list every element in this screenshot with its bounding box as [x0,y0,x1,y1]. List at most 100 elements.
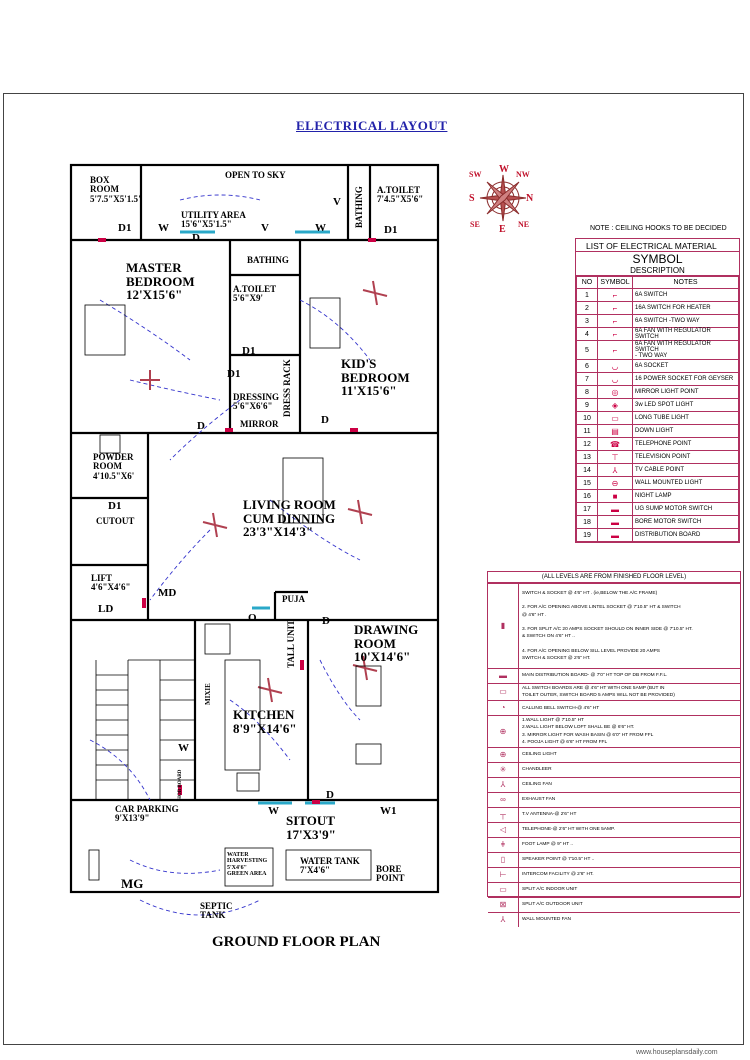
material-no: 6 [576,359,598,373]
material-note: 6A FAN WITH REGULATOR SWITCH - TWO WAY [632,340,739,360]
levels-symbol-icon: ┬ [488,807,519,823]
levels-symbol-icon: ⊠ [488,897,519,913]
col-header-notes: NOTES [632,276,739,289]
room-lift: LIFT 4'6"X4'6" [91,573,131,593]
room-a-toilet-mid: A.TOILET 5'6"X9' [233,284,277,304]
material-row: 12☎TELEPHONE POINT [576,437,739,451]
material-symbol-icon: ⌐ [597,314,633,328]
compass-se: SE [470,220,480,229]
material-row: 11▤DOWN LIGHT [576,424,739,438]
material-no: 10 [576,411,598,425]
levels-symbol-icon: ⊢ [488,867,519,883]
material-row: 4⌐6A FAN WITH REGULATOR SWITCH [576,327,739,341]
material-note: 16A SWITCH FOR HEATER [632,301,739,315]
room-dressing: DRESSING 5'6"X6'6" [233,392,280,412]
material-note: MIRROR LIGHT POINT [632,385,739,399]
material-row: 2⌐16A SWITCH FOR HEATER [576,301,739,315]
levels-row: ⊢INTERCOM FACILITY @ 2'6" HT. [488,867,740,883]
levels-text: 1.WALL LIGHT @ 7'10.5" HT 2.WALL LIGHT B… [518,715,740,748]
levels-symbol-icon: ⊕ [488,747,519,763]
room-utility-area: UTILITY AREA 15'6"X5'1.5" [181,210,246,230]
material-note: DISTRIBUTION BOARD [632,528,739,542]
material-no: 1 [576,288,598,302]
material-note: 6A SWITCH -TWO WAY [632,314,739,328]
material-symbol-icon: ▭ [597,411,633,425]
levels-text: CALLING BELL SWITCH-@ 4'6" HT [518,700,740,716]
levels-text: EXHAUST FAN [518,792,740,808]
levels-row: ⊠SPLIT A/C OUTDOOR UNIT [488,897,740,913]
material-symbol-icon: ☎ [597,437,633,451]
material-symbol-icon: ⊤ [597,450,633,464]
material-no: 7 [576,372,598,386]
levels-text: T.V ANTENNA-@ 2'6" HT [518,807,740,823]
ceiling-hooks-note: NOTE : CEILING HOOKS TO BE DECIDED [590,225,727,232]
compass-ne: NE [518,220,529,229]
room-powder-room: POWDER ROOM 4'10.5"X6' [93,452,135,481]
material-note: 16 POWER SOCKET FOR GEYSER [632,372,739,386]
col-header-no: NO [576,276,598,289]
levels-row: ✳CHANDLEER [488,762,740,778]
material-row: 9◈3w LED SPOT LIGHT [576,398,739,412]
material-no: 19 [576,528,598,542]
material-no: 13 [576,450,598,464]
room-sitout: SITOUT 17'X3'9" [286,813,336,842]
compass-sw: SW [469,170,481,179]
material-symbol-icon: ◈ [597,398,633,412]
levels-text: TELEPHONE-@ 2'6" HT WITH ONE 5AMP. [518,822,740,838]
levels-text: ALL SWITCH BOARDS ARE @ 4'6" HT WITH ONE… [518,682,740,701]
levels-text: INTERCOM FACILITY @ 2'6" HT. [518,867,740,883]
material-no: 2 [576,301,598,315]
levels-symbol-icon: ◔ [488,700,519,716]
material-no: 11 [576,424,598,438]
levels-text: SPLIT A/C INDOOR UNIT [518,882,740,898]
material-note: UG SUMP MOTOR SWITCH [632,502,739,516]
material-row: 8◎MIRROR LIGHT POINT [576,385,739,399]
page-title: ELECTRICAL LAYOUT [296,118,448,133]
material-note: 6A SOCKET [632,359,739,373]
material-symbol-icon: ▤ [597,424,633,438]
door-tag-d: D [326,789,334,801]
room-open-to-sky: OPEN TO SKY [225,170,286,180]
material-no: 14 [576,463,598,477]
room-car-parking: CAR PARKING 9'X13'9" [115,804,179,824]
window-tag-w1: W1 [380,805,397,817]
room-cutout: CUTOUT [96,516,135,526]
room-dress-rack: DRESS RACK [282,359,292,417]
door-tag-d: D [322,615,330,627]
levels-symbol-icon: ▮ [488,583,519,669]
room-tall-unit: TALL UNIT [286,619,296,668]
material-no: 17 [576,502,598,516]
levels-row: ⅄WALL MOUNTED FAN [488,912,740,927]
material-row: 7◡16 POWER SOCKET FOR GEYSER [576,372,739,386]
material-symbol-icon: ⌐ [597,288,633,302]
levels-text: CEILING FAN [518,777,740,793]
material-note: NIGHT LAMP [632,489,739,503]
levels-row: ∞EXHAUST FAN [488,792,740,808]
room-hob-board: HOB BOARD [178,769,183,800]
furniture [84,297,382,887]
room-kids-bedroom: KID'S BEDROOM 11'X15'6" [341,356,410,399]
material-symbol-icon: ▬ [597,528,633,542]
levels-text: FOOT LAMP @ 9" HT .. [518,837,740,853]
room-master-bedroom: MASTER BEDROOM 12'X15'6" [126,260,195,303]
room-bathing-mid: BATHING [247,255,289,265]
door-tag-d1: D1 [227,368,241,380]
material-row: 1⌐6A SWITCH [576,288,739,302]
material-note: TELEPHONE POINT [632,437,739,451]
drawing-sheet-border [3,93,744,1045]
levels-row: ┬T.V ANTENNA-@ 2'6" HT [488,807,740,823]
levels-symbol-icon: ⊕ [488,715,519,748]
wiring [89,194,371,916]
material-note: TELEVISION POINT [632,450,739,464]
window-tag-w: W [178,742,189,754]
material-row: 14⅄TV CABLE POINT [576,463,739,477]
levels-symbol-icon: ǂ [488,837,519,853]
col-header-symbol: SYMBOL [597,276,633,289]
door-tag-d1: D1 [242,345,256,357]
levels-symbol-icon: ⅄ [488,912,519,927]
compass-w: S [469,193,475,204]
levels-symbol-icon: ◁ [488,822,519,838]
